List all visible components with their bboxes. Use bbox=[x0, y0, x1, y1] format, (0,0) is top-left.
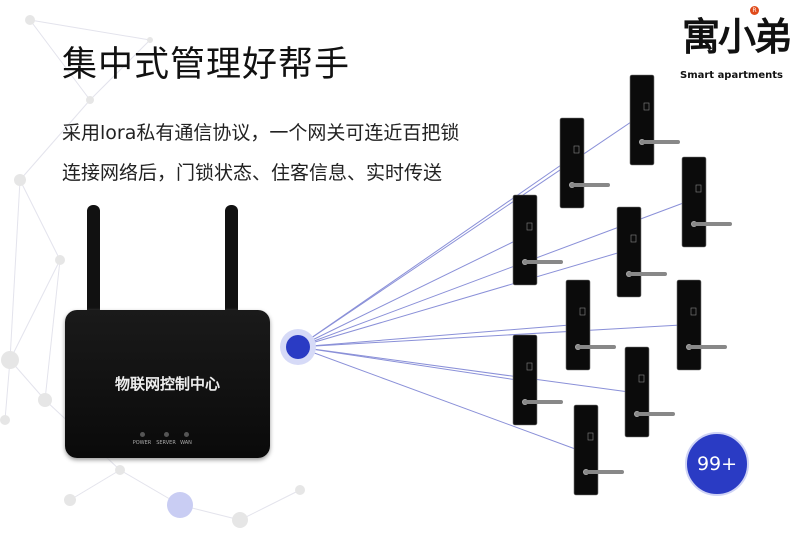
led-server: SERVER bbox=[151, 432, 181, 446]
door-lock bbox=[676, 279, 727, 371]
door-lock bbox=[616, 206, 667, 298]
network-edge bbox=[29, 19, 151, 41]
network-node bbox=[147, 37, 153, 43]
connection-line bbox=[297, 251, 622, 348]
door-lock bbox=[512, 334, 563, 426]
connection-line bbox=[297, 239, 518, 348]
network-edge bbox=[9, 259, 61, 361]
connection-line bbox=[297, 162, 565, 348]
network-edge bbox=[19, 179, 61, 261]
antenna-left bbox=[87, 205, 100, 315]
network-edge bbox=[4, 359, 11, 421]
gateway-router: 物联网控制中心 POWER SERVER WAN bbox=[65, 310, 270, 458]
door-lock bbox=[624, 346, 675, 438]
connection-line bbox=[297, 346, 518, 381]
connection-line bbox=[297, 346, 630, 393]
network-edge bbox=[44, 259, 61, 401]
network-edge bbox=[9, 179, 21, 361]
network-node bbox=[86, 96, 94, 104]
door-lock bbox=[573, 404, 624, 496]
hub-node bbox=[286, 335, 310, 359]
network-node bbox=[115, 465, 125, 475]
network-node bbox=[14, 174, 26, 186]
network-edge bbox=[29, 19, 91, 101]
network-node bbox=[295, 485, 305, 495]
registered-mark: R bbox=[750, 6, 759, 15]
door-lock bbox=[512, 194, 563, 286]
door-lock bbox=[629, 74, 680, 166]
door-lock bbox=[681, 156, 732, 248]
network-node bbox=[1, 351, 19, 369]
logo-subtitle: Smart apartments bbox=[680, 70, 783, 81]
led-power: POWER bbox=[127, 432, 157, 446]
connection-line bbox=[297, 324, 682, 348]
page-title: 集中式管理好帮手 bbox=[62, 45, 351, 85]
network-edge bbox=[239, 489, 301, 521]
door-lock bbox=[559, 117, 610, 209]
network-edge bbox=[89, 39, 151, 101]
count-badge: 99+ bbox=[685, 432, 749, 496]
door-lock bbox=[565, 279, 616, 371]
connection-line bbox=[297, 346, 579, 451]
network-node bbox=[232, 512, 248, 528]
subtitle-line-2: 连接网络后，门锁状态、住客信息、实时传送 bbox=[62, 162, 443, 184]
network-node bbox=[55, 255, 65, 265]
logo-text: 寓小弟 bbox=[682, 15, 792, 59]
network-edge bbox=[69, 469, 121, 501]
router-label: 物联网控制中心 bbox=[114, 375, 220, 393]
subtitle-line-1: 采用lora私有通信协议，一个网关可连近百把锁 bbox=[62, 122, 460, 144]
network-node bbox=[25, 15, 35, 25]
network-edge bbox=[19, 99, 91, 181]
network-node bbox=[167, 492, 193, 518]
brand-logo: 寓小弟 R Smart apartments bbox=[680, 6, 792, 86]
network-node bbox=[0, 415, 10, 425]
network-node bbox=[38, 393, 52, 407]
connection-line bbox=[297, 324, 571, 348]
antenna-right bbox=[225, 205, 238, 315]
led-wan: WAN bbox=[171, 432, 201, 446]
network-node bbox=[64, 494, 76, 506]
